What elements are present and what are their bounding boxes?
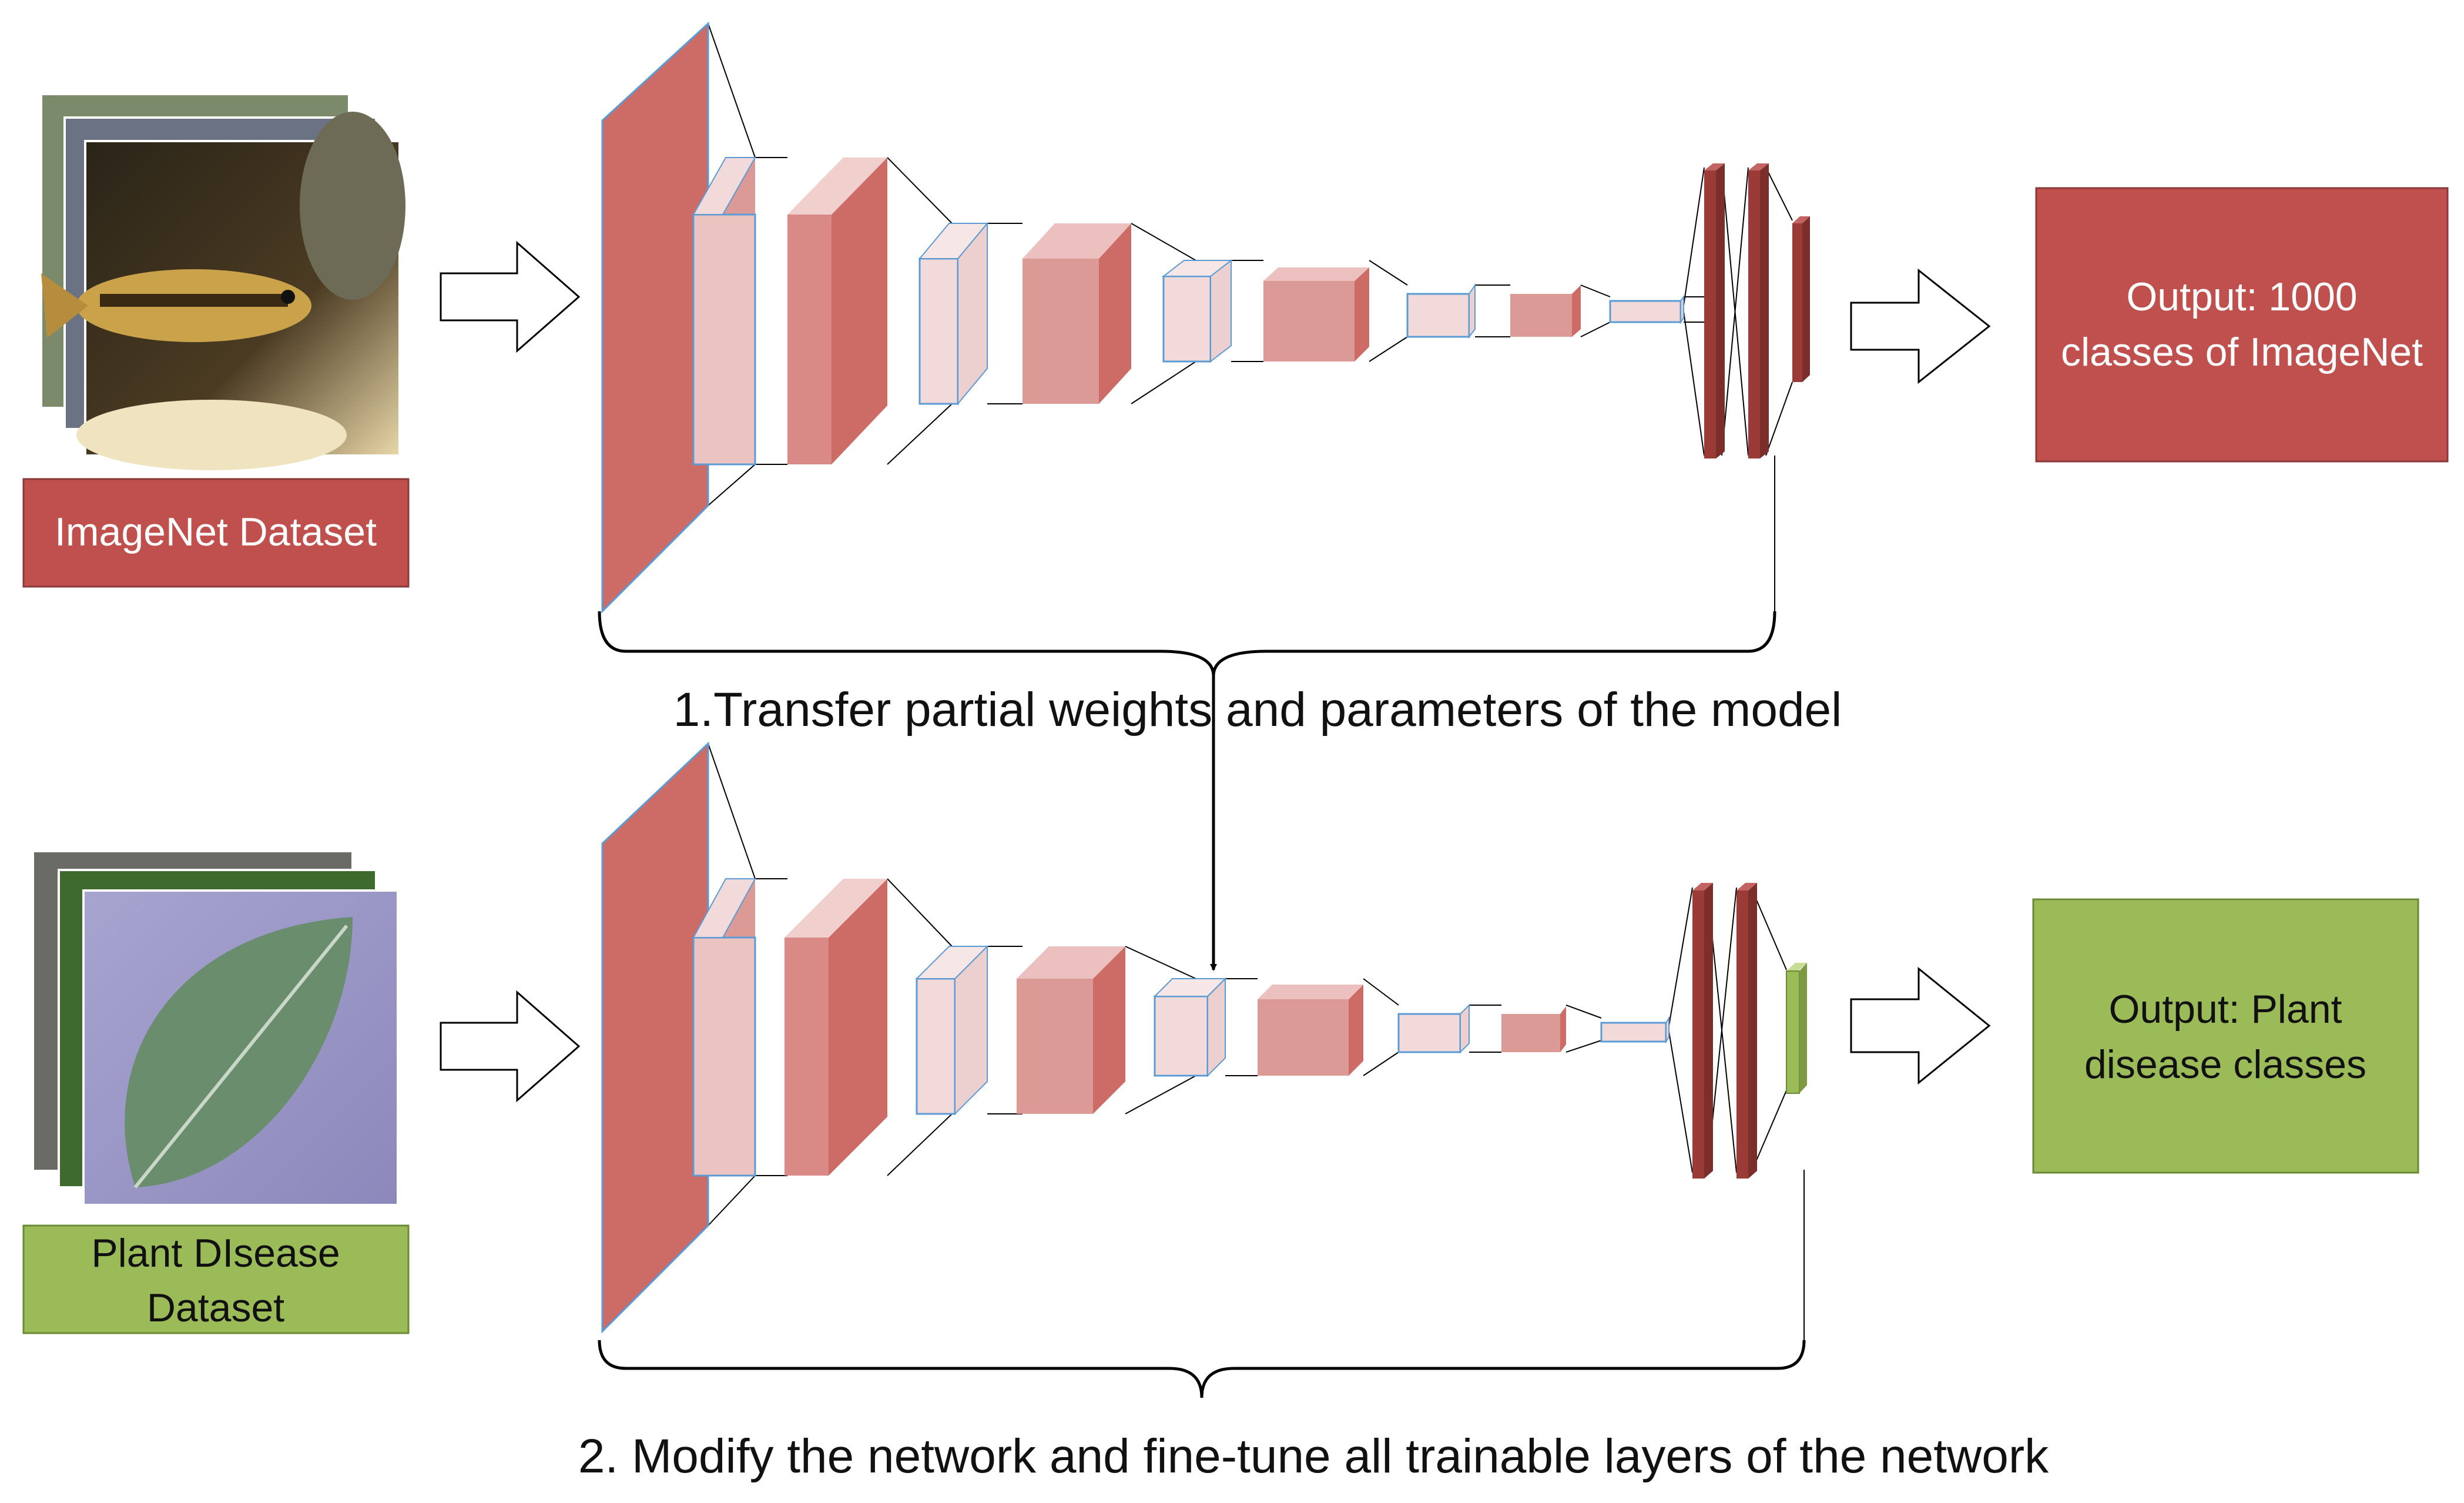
svg-text:Dataset: Dataset [147,1286,284,1330]
svg-text:classes of ImageNet: classes of ImageNet [2061,330,2423,374]
input-arrow-top [440,240,581,353]
svg-text:Plant DIsease: Plant DIsease [91,1231,340,1276]
imagenet-image-stack [41,95,405,470]
plant-output-box: Output: Plant disease classes [2032,898,2419,1174]
input-arrow-bottom [440,990,581,1103]
fish-icon [41,269,311,342]
svg-text:Output: 1000: Output: 1000 [2126,275,2357,319]
plant-image-stack [34,852,399,1206]
leaf-icon [125,917,353,1189]
brace-top [598,611,1776,677]
output-arrow-bottom [1850,966,1991,1085]
caption-step-2: 2. Modify the network and fine-tune all … [578,1430,2049,1483]
svg-text:ImageNet Dataset: ImageNet Dataset [55,510,377,554]
output-arrow-top [1850,268,1991,384]
svg-text:disease classes: disease classes [2084,1042,2366,1087]
svg-text:Output: Plant: Output: Plant [2109,987,2342,1032]
cnn-source-model [601,21,1810,614]
cnn-target-model [601,741,1807,1340]
imagenet-dataset-label: ImageNet Dataset [22,478,410,588]
plant-dataset-label: Plant DIsease Dataset [22,1224,410,1334]
brace-bottom [598,1340,1806,1398]
imagenet-output-box: Output: 1000 classes of ImageNet [2035,187,2449,463]
caption-step-1: 1.Transfer partial weights and parameter… [673,683,1842,737]
